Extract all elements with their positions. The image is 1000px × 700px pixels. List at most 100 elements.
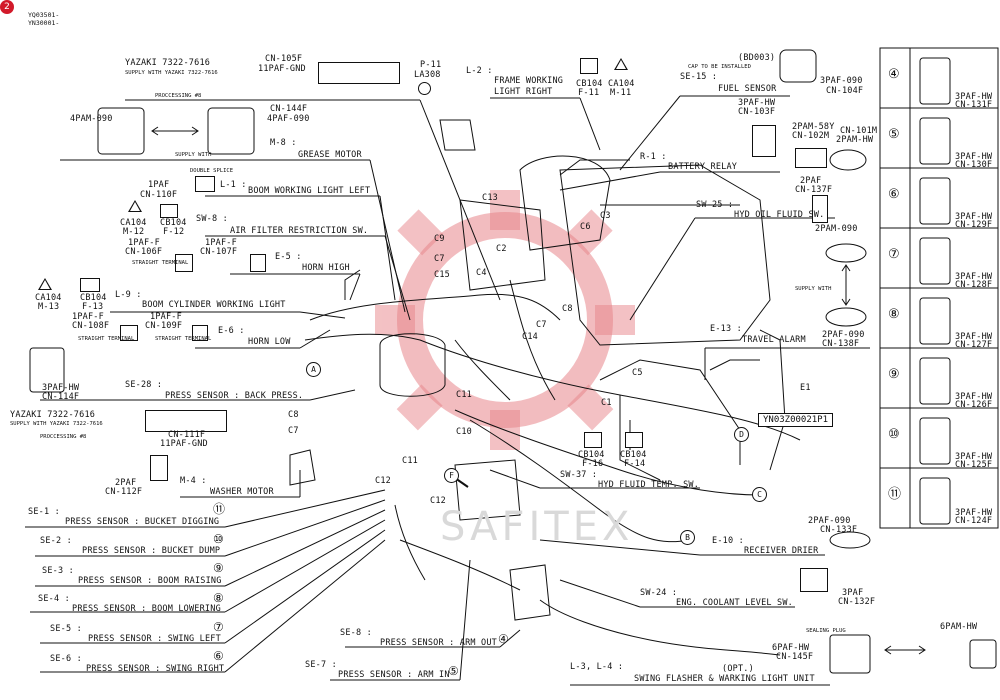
m8-name: GREASE MOTOR <box>298 150 362 160</box>
se28-id: SE-28 : <box>125 380 163 390</box>
callout-c15: C15 <box>434 270 450 280</box>
callout-c1: C1 <box>601 398 612 408</box>
l9-id: L-9 : <box>115 290 142 300</box>
cn114f: CN-114F <box>42 392 80 402</box>
connector-cb104-b <box>80 278 100 292</box>
page-badge: 2 <box>0 0 14 14</box>
se7-name: PRESS SENSOR : ARM IN <box>338 670 450 680</box>
r1-id: R-1 : <box>640 152 667 162</box>
connector-cn108f <box>120 325 138 341</box>
callout-c6: C6 <box>580 222 591 232</box>
callout-c7: C7 <box>434 254 445 264</box>
panel-num-7: ⑦ <box>888 247 900 262</box>
f14: F-14 <box>624 459 646 469</box>
l9-name: BOOM CYLINDER WORKING LIGHT <box>142 300 286 310</box>
e5-id: E-5 : <box>275 252 302 262</box>
model-code-1: YQ03501- <box>28 11 60 19</box>
sw25-id: SW-25 : <box>696 200 734 210</box>
f12: F-12 <box>163 227 185 237</box>
connector-cn110f <box>195 176 215 192</box>
supply-with-right: SUPPLY WITH <box>795 286 832 292</box>
l2-id: L-2 : <box>466 66 493 76</box>
cn106f: CN-106F <box>125 247 163 257</box>
ca104-l2-triangle-icon <box>614 58 628 70</box>
l2-name2: LIGHT RIGHT <box>494 87 553 97</box>
se8-id: SE-8 : <box>340 628 372 638</box>
se28-name: PRESS SENSOR : BACK PRESS. <box>165 391 304 401</box>
cn108f: CN-108F <box>72 321 110 331</box>
marker-b: B <box>680 530 695 545</box>
panel-num-8: ⑧ <box>888 307 900 322</box>
cb104-b: CB104 <box>80 293 107 303</box>
straight-terminal-c: STRAIGHT TERMINAL <box>155 336 212 342</box>
cn137f: CN-137F <box>795 185 833 195</box>
panel-cn-7: CN-128F <box>955 280 993 290</box>
callout-c13: C13 <box>482 193 498 203</box>
paf3-090-fuel: 3PAF-090 <box>820 76 863 86</box>
callout-c9: C9 <box>434 234 445 244</box>
cn110f: CN-110F <box>140 190 178 200</box>
m11: M-11 <box>610 88 632 98</box>
se6-num: ⑥ <box>213 649 224 663</box>
se4-num: ⑧ <box>213 591 224 605</box>
panel-conn-4: 3PAF-HW <box>955 92 993 102</box>
se6-name: PRESS SENSOR : SWING RIGHT <box>86 664 225 674</box>
yazaki-top: YAZAKI 7322-7616 <box>125 58 211 68</box>
panel-num-6: ⑥ <box>888 187 900 202</box>
f13: F-13 <box>82 302 104 312</box>
connector-cb104 <box>160 204 178 218</box>
connector-cb104-l2 <box>580 58 598 74</box>
yazaki-mid: YAZAKI 7322-7616 <box>10 410 96 420</box>
paf2-090-133: 2PAF-090 <box>808 516 851 526</box>
model-code-2: YN30001- <box>28 19 60 27</box>
m4-id: M-4 : <box>180 476 207 486</box>
ca104-b: CA104 <box>35 293 62 303</box>
cn112f: CN-112F <box>105 487 143 497</box>
cn145f: CN-145F <box>776 652 814 662</box>
pam4-090: 4PAM-090 <box>70 114 113 124</box>
la308-symbol-icon <box>418 82 431 95</box>
connector-cb104-temp2 <box>625 432 643 448</box>
panel-cn-5: CN-130F <box>955 160 993 170</box>
callout-c2: C2 <box>496 244 507 254</box>
panel-conn-10: 3PAF-HW <box>955 452 993 462</box>
se15-id: SE-15 : <box>680 72 718 82</box>
ca104-triangle-icon <box>128 200 142 212</box>
panel-cn-8: CN-127F <box>955 340 993 350</box>
cap-install: CAP TO BE INSTALLED <box>688 64 751 70</box>
cn104f: CN-104F <box>826 86 864 96</box>
panel-num-11: ⑪ <box>888 487 902 502</box>
e10-id: E-10 : <box>712 536 744 546</box>
se6-id: SE-6 : <box>50 654 82 664</box>
marker-d: D <box>734 427 749 442</box>
cn144f: CN-144F <box>270 104 308 114</box>
f11: F-11 <box>578 88 600 98</box>
yazaki-mid-sub: SUPPLY WITH YAZAKI 7322-7616 <box>10 421 103 427</box>
ca104-b-triangle-icon <box>38 278 52 290</box>
l2-name: FRAME WORKING <box>494 76 564 86</box>
e1: E1 <box>800 383 811 393</box>
paf4-090: 4PAF-090 <box>267 114 310 124</box>
processing-mid: PROCCESSING #8 <box>40 434 87 440</box>
connector-cn102m <box>795 148 827 168</box>
sw8-id: SW-8 : <box>196 214 228 224</box>
bd003: (BD003) <box>738 53 776 63</box>
se4-id: SE-4 : <box>38 594 70 604</box>
cb104-l2: CB104 <box>576 79 603 89</box>
se2-num: ⑩ <box>213 532 224 546</box>
paf2: 2PAF <box>115 478 137 488</box>
sw37-name: HYD FLUID TEMP. SW. <box>598 480 700 490</box>
sw25-name: HYD OIL FLUID SW. <box>734 210 825 220</box>
double-splice: DOUBLE SPLICE <box>190 168 234 174</box>
panel-cn-4: CN-131F <box>955 100 993 110</box>
connector-cb104-temp <box>584 432 602 448</box>
cn105f: CN-105F <box>265 54 303 64</box>
callout-c12b: C12 <box>430 496 446 506</box>
panel-conn-6: 3PAF-HW <box>955 212 993 222</box>
sw24-id: SW-24 : <box>640 588 678 598</box>
connector-cn103f <box>752 125 776 157</box>
paf6-hw: 6PAF-HW <box>772 643 810 653</box>
callout-c7-left: C7 <box>288 426 299 436</box>
cn111f: CN-111F <box>168 430 206 440</box>
